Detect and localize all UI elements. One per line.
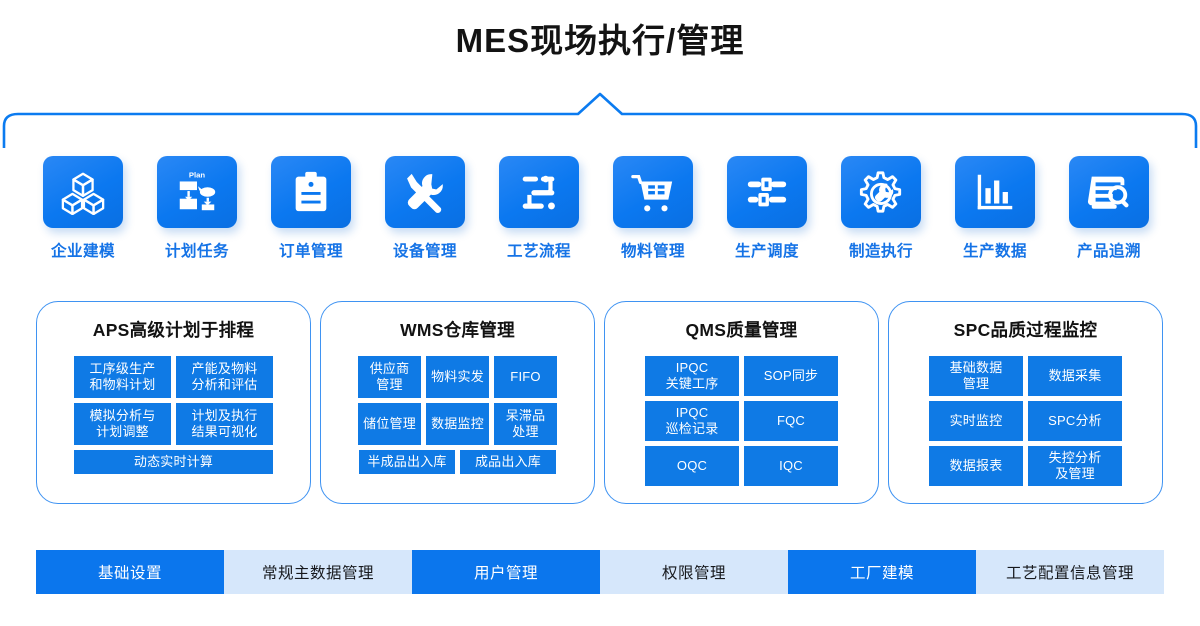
module-label: 计划任务: [164, 243, 229, 260]
panel-spc: SPC品质过程监控 基础数据管理 数据采集 实时监控 SPC分析 数据报表 失控…: [888, 301, 1163, 504]
foundation-bar: 基础设置 常规主数据管理 用户管理 权限管理 工厂建模 工艺配置信息管理: [36, 550, 1164, 594]
shopping-cart-icon: [613, 156, 693, 228]
panel-cell[interactable]: IQC: [744, 446, 838, 486]
module-label: 产品追溯: [1076, 243, 1141, 260]
panel-cell[interactable]: 储位管理: [358, 403, 421, 445]
plan-flowchart-icon: Plan: [157, 156, 237, 228]
panel-title: WMS仓库管理: [400, 320, 515, 340]
panel-cell[interactable]: 动态实时计算: [74, 450, 273, 474]
bar-chart-icon: [955, 156, 1035, 228]
panel-cell[interactable]: FQC: [744, 401, 838, 441]
wrench-screwdriver-icon: [385, 156, 465, 228]
module-item-shengchanshuju[interactable]: 生产数据: [955, 156, 1035, 268]
module-item-shebeiguanli[interactable]: 设备管理: [385, 156, 465, 268]
panel-cell[interactable]: 产能及物料分析和评估: [176, 356, 273, 398]
panel-cell[interactable]: 呆滞品处理: [494, 403, 557, 445]
module-item-shengchandiaodu[interactable]: 生产调度: [727, 156, 807, 268]
panel-cell[interactable]: 供应商管理: [358, 356, 421, 398]
gear-wrench-icon: [841, 156, 921, 228]
panel-cell[interactable]: 物料实发: [426, 356, 489, 398]
panel-cell-grid: 基础数据管理 数据采集 实时监控 SPC分析 数据报表 失控分析及管理: [907, 356, 1144, 486]
module-panels: APS高级计划于排程 工序级生产和物料计划 产能及物料分析和评估 模拟分析与计划…: [36, 301, 1164, 504]
module-label: 物料管理: [620, 243, 685, 260]
panel-cell[interactable]: 数据报表: [929, 446, 1023, 486]
panel-wms: WMS仓库管理 供应商管理 物料实发 FIFO 储位管理 数据监控 呆滞品处理 …: [320, 301, 595, 504]
module-label: 企业建模: [50, 243, 115, 260]
module-item-chanpinzhuisu[interactable]: 产品追溯: [1069, 156, 1149, 268]
module-label: 生产调度: [734, 243, 799, 260]
panel-cell-grid: 工序级生产和物料计划 产能及物料分析和评估 模拟分析与计划调整 计划及执行结果可…: [55, 356, 292, 474]
module-label: 制造执行: [848, 243, 913, 260]
panel-cell[interactable]: SOP同步: [744, 356, 838, 396]
panel-cell-grid: 供应商管理 物料实发 FIFO 储位管理 数据监控 呆滞品处理 半成品出入库 成…: [339, 356, 576, 474]
panel-cell[interactable]: 计划及执行结果可视化: [176, 403, 273, 445]
svg-text:Plan: Plan: [189, 171, 205, 180]
panel-cell[interactable]: OQC: [645, 446, 739, 486]
module-item-jihuarenwu[interactable]: Plan 计划任务: [157, 156, 237, 268]
foundation-item-gongyipeizhi[interactable]: 工艺配置信息管理: [976, 550, 1164, 594]
module-item-zhizaozhixing[interactable]: 制造执行: [841, 156, 921, 268]
foundation-item-changguizhu[interactable]: 常规主数据管理: [224, 550, 412, 594]
module-item-qiyejianmo[interactable]: 企业建模: [43, 156, 123, 268]
module-label: 订单管理: [278, 243, 343, 260]
panel-cell[interactable]: 数据采集: [1028, 356, 1122, 396]
panel-cell[interactable]: FIFO: [494, 356, 557, 398]
page-title: MES现场执行/管理: [455, 22, 745, 59]
panel-cell[interactable]: 失控分析及管理: [1028, 446, 1122, 486]
foundation-item-quanxian[interactable]: 权限管理: [600, 550, 788, 594]
panel-title: SPC品质过程监控: [953, 320, 1098, 340]
panel-cell[interactable]: 工序级生产和物料计划: [74, 356, 171, 398]
module-item-wuliaoguanli[interactable]: 物料管理: [613, 156, 693, 268]
foundation-item-gongchang[interactable]: 工厂建模: [788, 550, 976, 594]
module-item-gongyiliucheng[interactable]: 工艺流程: [499, 156, 579, 268]
panel-cell[interactable]: 实时监控: [929, 401, 1023, 441]
clipboard-icon: [271, 156, 351, 228]
panel-aps: APS高级计划于排程 工序级生产和物料计划 产能及物料分析和评估 模拟分析与计划…: [36, 301, 311, 504]
panel-cell[interactable]: 数据监控: [426, 403, 489, 445]
brace-connector: [0, 88, 1200, 150]
panel-cell[interactable]: 半成品出入库: [359, 450, 455, 474]
panel-cell[interactable]: 模拟分析与计划调整: [74, 403, 171, 445]
document-search-icon: [1069, 156, 1149, 228]
sliders-icon: [727, 156, 807, 228]
module-item-dingdanguanli[interactable]: 订单管理: [271, 156, 351, 268]
foundation-item-jichusezhi[interactable]: 基础设置: [36, 550, 224, 594]
panel-cell[interactable]: 成品出入库: [460, 450, 556, 474]
module-label: 生产数据: [962, 243, 1027, 260]
process-flow-icon: [499, 156, 579, 228]
cubes-icon: [43, 156, 123, 228]
module-label: 设备管理: [392, 243, 457, 260]
panel-cell[interactable]: SPC分析: [1028, 401, 1122, 441]
module-label: 工艺流程: [506, 243, 571, 260]
panel-title: APS高级计划于排程: [92, 320, 255, 340]
panel-title: QMS质量管理: [685, 320, 798, 340]
foundation-item-yonghuguanli[interactable]: 用户管理: [412, 550, 600, 594]
module-icon-row: 企业建模 Plan 计划任务: [43, 156, 1157, 268]
panel-cell[interactable]: 基础数据管理: [929, 356, 1023, 396]
